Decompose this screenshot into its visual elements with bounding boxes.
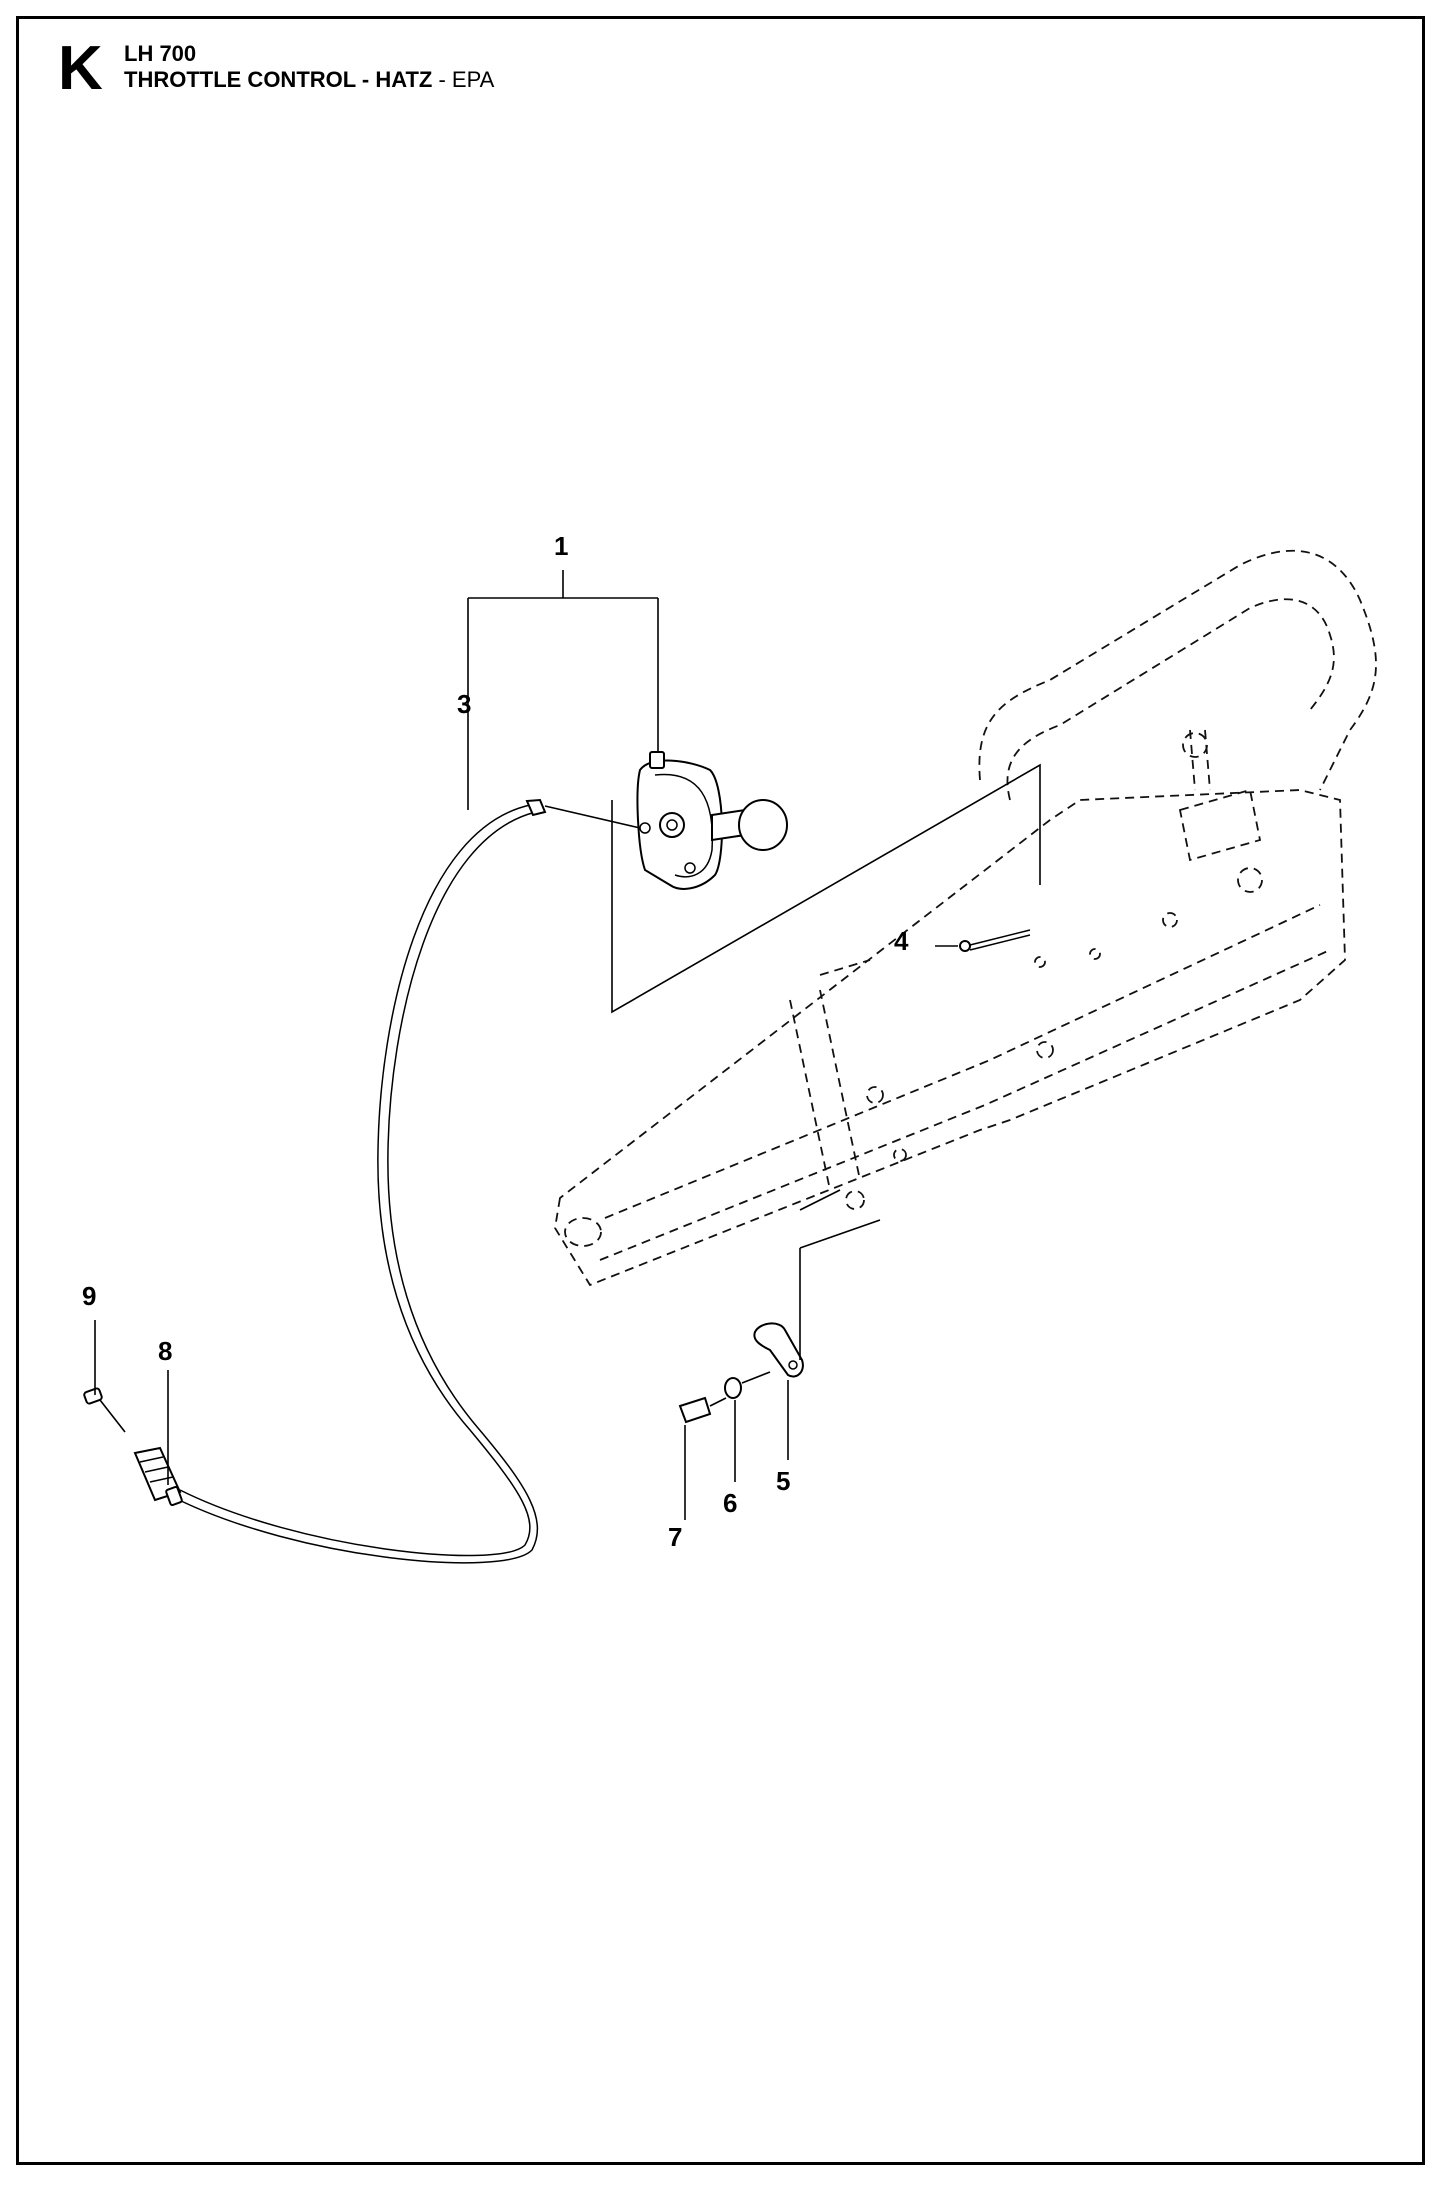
washer-part-6 bbox=[724, 1377, 742, 1399]
lever-part-5 bbox=[753, 1189, 881, 1378]
cable-nipple bbox=[83, 1387, 126, 1433]
callout-6: 6 bbox=[723, 1488, 737, 1518]
section-letter: K bbox=[58, 34, 103, 103]
cable-end-sleeve bbox=[133, 1446, 183, 1507]
screw-part-4 bbox=[935, 929, 1031, 952]
callout-7: 7 bbox=[668, 1522, 682, 1552]
callout-3: 3 bbox=[457, 689, 471, 719]
callout-8: 8 bbox=[158, 1336, 172, 1366]
title-bold: THROTTLE CONTROL - HATZ bbox=[124, 67, 433, 92]
page-title: THROTTLE CONTROL - HATZ - EPA bbox=[124, 68, 494, 92]
callout-1-bracket bbox=[467, 570, 659, 810]
throttle-control-unit bbox=[636, 751, 788, 890]
model-name: LH 700 bbox=[124, 41, 197, 66]
handle-frame-outline bbox=[554, 549, 1377, 1287]
title-suffix: - EPA bbox=[432, 67, 495, 92]
callout-5: 5 bbox=[776, 1466, 790, 1496]
screw-part-7 bbox=[678, 1371, 771, 1424]
callout-1: 1 bbox=[554, 531, 568, 561]
callout-9: 9 bbox=[82, 1281, 96, 1311]
page-border bbox=[16, 16, 1425, 2165]
mounting-reference-lines bbox=[611, 763, 1041, 1014]
throttle-cable bbox=[174, 798, 641, 1564]
callout-4: 4 bbox=[894, 926, 909, 956]
